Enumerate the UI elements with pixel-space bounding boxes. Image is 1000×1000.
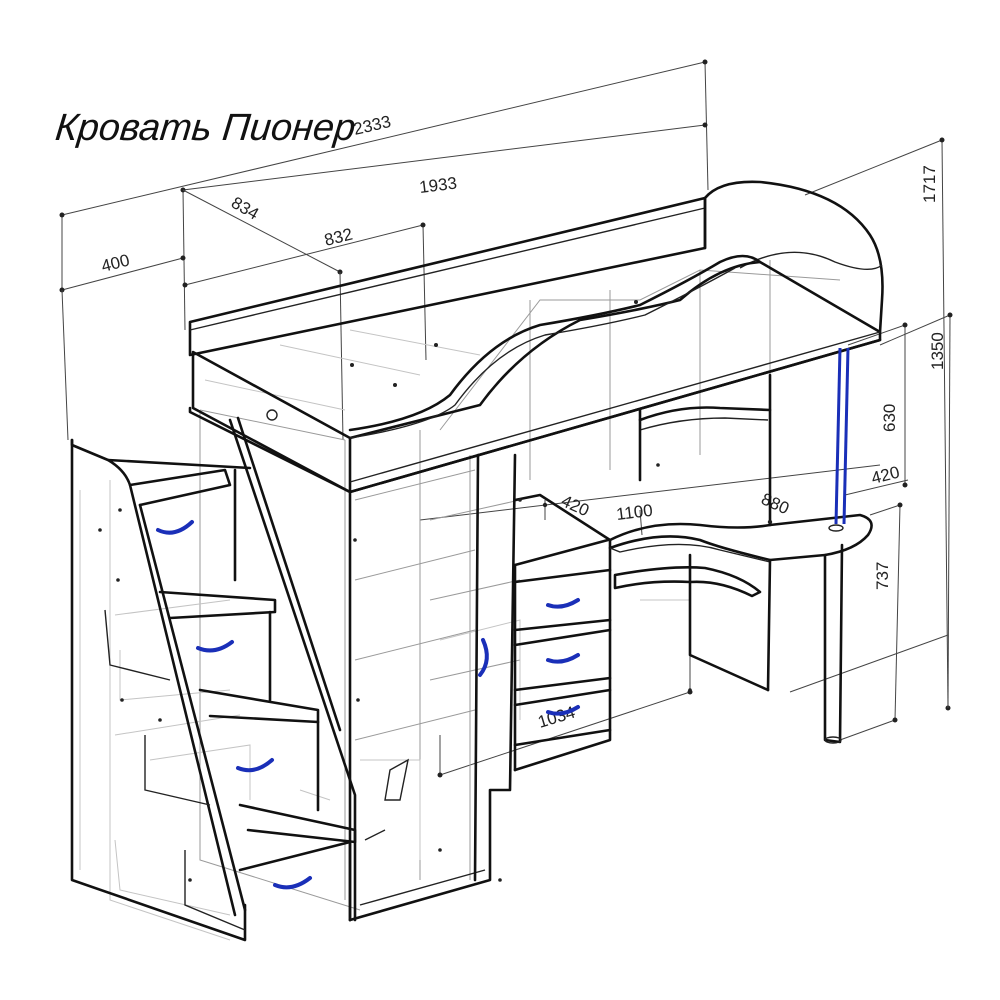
handle-icon	[196, 640, 234, 653]
handle-icon	[273, 876, 312, 890]
handle-icon	[478, 638, 489, 677]
dim-420-right: 420	[869, 463, 901, 488]
dim-1100: 1100	[615, 501, 654, 524]
bed-outline	[70, 180, 884, 942]
dim-880: 880	[758, 489, 792, 518]
dim-420-desk: 420	[558, 491, 592, 520]
dim-834: 834	[228, 193, 262, 224]
dim-400: 400	[99, 251, 131, 276]
handle-icon	[546, 598, 580, 609]
handle-icon	[546, 653, 580, 664]
dimension-lines	[59, 59, 953, 778]
dim-1034: 1034	[536, 703, 578, 732]
handle-icon	[156, 520, 194, 535]
handle-icon	[546, 705, 580, 716]
dim-1717: 1717	[920, 165, 939, 203]
dim-737: 737	[873, 562, 892, 590]
dim-1933: 1933	[418, 174, 458, 197]
dim-1350: 1350	[928, 332, 947, 370]
handle-icon	[236, 758, 274, 773]
diagram-title: Кровать Пионер	[53, 107, 357, 149]
dim-2333: 2333	[352, 112, 393, 139]
support-post	[834, 347, 842, 525]
hidden-lines	[79, 260, 841, 941]
dim-832: 832	[322, 225, 354, 250]
dim-630: 630	[880, 404, 899, 432]
drawer-handles	[156, 520, 580, 890]
dimension-labels: 2333 1933 834 832 400 1717 1350 630 420 …	[99, 112, 947, 732]
marker-dots	[98, 300, 772, 882]
